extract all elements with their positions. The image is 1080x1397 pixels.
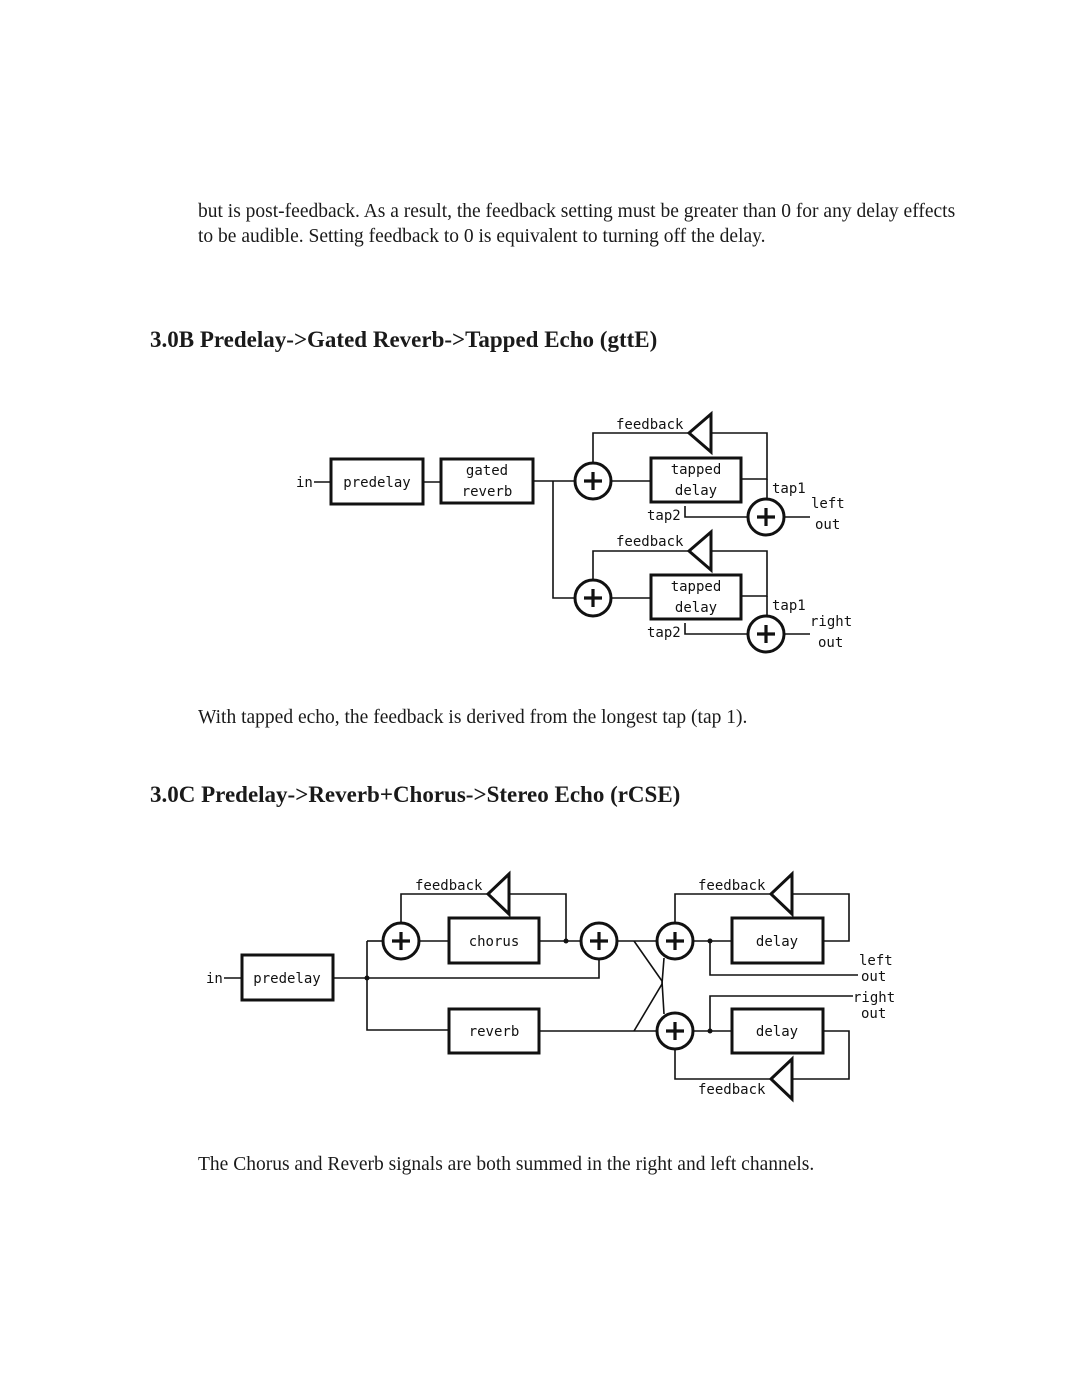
label-tap1-bottom: tap1 (772, 598, 806, 614)
wire-chorus-feedback-return (400, 893, 488, 923)
feedback-gain-triangle-bottom (686, 528, 713, 574)
label-delay-top: delay (675, 483, 717, 499)
label-feedback-bottom: feedback (616, 534, 684, 550)
wire-cross-b (633, 957, 665, 1032)
label-predelay: predelay (343, 475, 410, 491)
wire-tap1-feedback-top (711, 432, 768, 480)
sum-junction-bottom (573, 578, 613, 618)
label-tapped-bottom: tapped (671, 579, 722, 595)
label-feedback-delay-bottom: feedback (698, 1082, 766, 1098)
label-feedback-top: feedback (616, 417, 684, 433)
sum-junction-right-out (746, 614, 786, 654)
rcse-block-diagram: in predelay feedback chorus reverb feedb… (206, 870, 895, 1103)
wire-delay-top-feedback-return (674, 893, 770, 923)
wire-split-vertical (366, 941, 449, 1031)
section-b-heading: 3.0B Predelay->Gated Reverb->Tapped Echo… (150, 327, 658, 352)
label-tap1-top: tap1 (772, 481, 806, 497)
wire-delay-bottom-feedback (792, 1030, 850, 1080)
label-delay-top: delay (756, 934, 798, 950)
label-reverb: reverb (469, 1024, 520, 1040)
sum-junction-chorus (381, 921, 421, 961)
wire-left-out (709, 941, 858, 976)
wire-tap1-feedback-bottom (711, 550, 768, 597)
sum-junction-right (655, 1011, 695, 1051)
wire-feedback-return-bottom (592, 550, 688, 579)
chorus-block (447, 916, 541, 965)
label-feedback-delay-top: feedback (698, 878, 766, 894)
label-left-out: out (861, 969, 886, 985)
label-predelay: predelay (253, 971, 320, 987)
label-right: right (853, 990, 895, 1006)
feedback-gain-triangle-top (686, 410, 713, 456)
label-feedback-chorus: feedback (415, 878, 483, 894)
label-reverb: reverb (462, 484, 513, 500)
wire-tap2-bottom (684, 623, 748, 635)
section-c-caption: The Chorus and Reverb signals are both s… (198, 1154, 815, 1175)
feedback-gain-triangle-delay-bottom (768, 1055, 794, 1103)
label-gated: gated (466, 463, 508, 479)
predelay-block (329, 457, 425, 506)
label-right-out: out (818, 635, 843, 651)
wire-direct-to-mid-sum (367, 959, 600, 979)
label-tap2-bottom: tap2 (647, 625, 681, 641)
wire-delay-bottom-feedback-return (674, 1049, 770, 1080)
sum-junction-top (573, 461, 613, 501)
delay-block-top (730, 916, 825, 965)
intro-paragraph: but is post-feedback. As a result, the f… (198, 201, 956, 247)
junction-dot-right (707, 1028, 713, 1034)
wire-feedback-return-top (592, 432, 688, 462)
tapped-delay-block-bottom (649, 573, 743, 621)
section-c-heading: 3.0C Predelay->Reverb+Chorus->Stereo Ech… (150, 782, 681, 807)
tapped-delay-block-top (649, 456, 743, 504)
label-delay-bottom: delay (756, 1024, 798, 1040)
junction-dot-left (707, 938, 713, 944)
delay-block-bottom (730, 1007, 825, 1055)
label-right-out: out (861, 1006, 886, 1022)
wire-split-bottom (552, 481, 574, 599)
junction-dot-split (364, 975, 370, 981)
wire-tap2-top (684, 506, 748, 518)
wire-chorus-feedback (509, 893, 567, 941)
label-in: in (296, 475, 313, 491)
sum-junction-mid (579, 921, 619, 961)
predelay-block (240, 953, 335, 1002)
label-delay-bottom: delay (675, 600, 717, 616)
junction-dot-chorus (563, 938, 569, 944)
label-chorus: chorus (469, 934, 520, 950)
gtte-block-diagram: in predelay gated reverb feedback tapped… (296, 410, 852, 654)
gated-reverb-block (439, 457, 535, 505)
label-tapped-top: tapped (671, 462, 722, 478)
feedback-gain-triangle-delay-top (768, 870, 794, 918)
sum-junction-left-out (746, 497, 786, 537)
label-left-out: out (815, 517, 840, 533)
label-tap2-top: tap2 (647, 508, 681, 524)
label-left: left (811, 496, 845, 512)
reverb-block (447, 1007, 541, 1055)
feedback-gain-triangle-chorus (485, 870, 511, 918)
label-right: right (810, 614, 852, 630)
label-in: in (206, 971, 223, 987)
wire-delay-top-feedback (792, 893, 850, 942)
section-b-caption: With tapped echo, the feedback is derive… (198, 707, 748, 728)
label-left: left (859, 953, 893, 969)
sum-junction-left (655, 921, 695, 961)
wire-right-out (709, 995, 853, 1031)
